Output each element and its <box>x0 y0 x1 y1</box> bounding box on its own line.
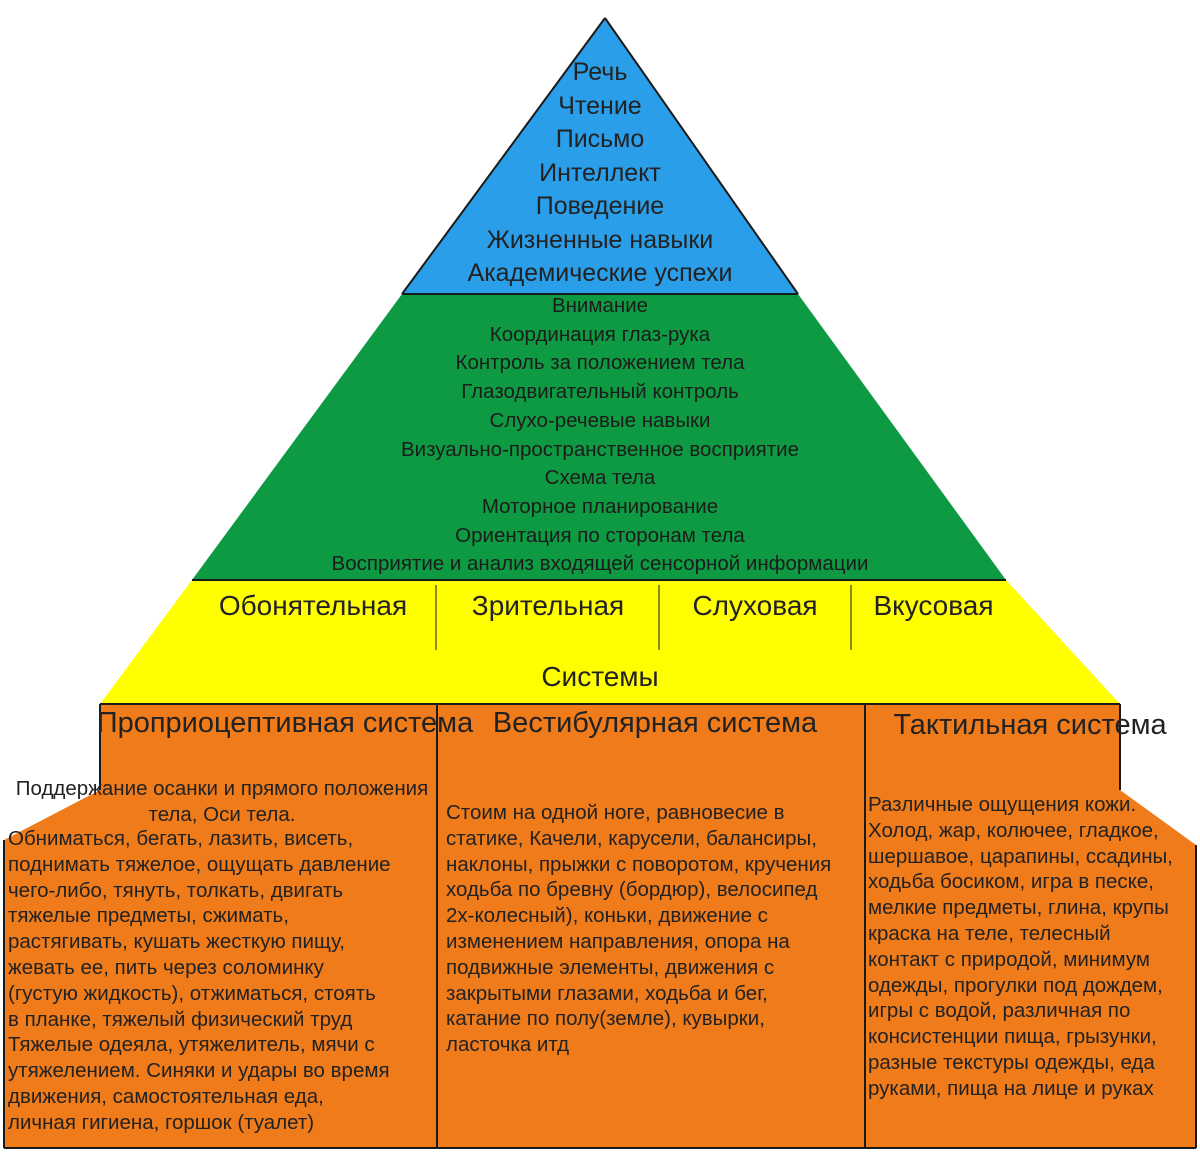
top-item: Интеллект <box>539 158 661 187</box>
top-right-edge <box>604 17 799 295</box>
middle-item: Моторное планирование <box>481 494 719 518</box>
middle-item: Восприятие и анализ входящей сенсорной и… <box>331 552 869 576</box>
top-item: Письмо <box>555 125 645 153</box>
sense-auditory: Слуховая <box>692 590 818 621</box>
sense-olfactory: Обонятельная <box>218 590 408 621</box>
middle-item: Координация глаз-рука <box>489 322 711 346</box>
tactile-title: Тактильная система <box>893 709 1167 741</box>
middle-item: Визуально-пространственное восприятие <box>400 437 800 461</box>
pyramid-base-layer <box>4 704 1196 1148</box>
middle-item: Глазодвигательный контроль <box>461 380 739 404</box>
pyramid-senses-layer <box>100 580 1120 704</box>
top-item: Поведение <box>535 192 665 220</box>
pyramid-middle-layer <box>192 294 1006 580</box>
middle-layer-list: Внимание Координация глаз-рука Контроль … <box>240 292 960 579</box>
pyramid-outlines <box>3 17 1197 1149</box>
vestibular-title: Вестибулярная система <box>492 707 818 739</box>
tactile-text: Различные ощущения кожи. Холод, жар, кол… <box>868 793 1173 1100</box>
middle-item: Схема тела <box>544 466 656 490</box>
top-left-edge <box>401 17 606 295</box>
top-item: Речь <box>572 58 628 86</box>
middle-item: Внимание <box>551 294 649 317</box>
proprioceptive-intro: Поддержание осанки и прямого положения т… <box>15 777 429 826</box>
top-item: Академические успехи <box>467 259 733 287</box>
top-layer-list: Речь Чтение Письмо Интеллект Поведение Ж… <box>400 56 800 291</box>
vestibular-text: Стоим на одной ноге, равновесие в статик… <box>446 801 832 1057</box>
proprioceptive-text: Обниматься, бегать, лазить, висеть, подн… <box>8 827 391 1134</box>
proprioceptive-title: Проприоцептивная система <box>96 707 474 739</box>
middle-item: Контроль за положением тела <box>455 351 745 375</box>
top-item: Жизненные навыки <box>486 225 714 254</box>
middle-item: Ориентация по сторонам тела <box>455 523 745 547</box>
sense-gustatory: Вкусовая <box>873 590 994 621</box>
top-item: Чтение <box>558 91 642 120</box>
middle-item: Слухо-речевые навыки <box>489 408 711 432</box>
systems-label: Системы <box>541 661 659 692</box>
pyramid-top-layer <box>402 18 798 294</box>
sense-visual: Зрительная <box>471 590 625 621</box>
